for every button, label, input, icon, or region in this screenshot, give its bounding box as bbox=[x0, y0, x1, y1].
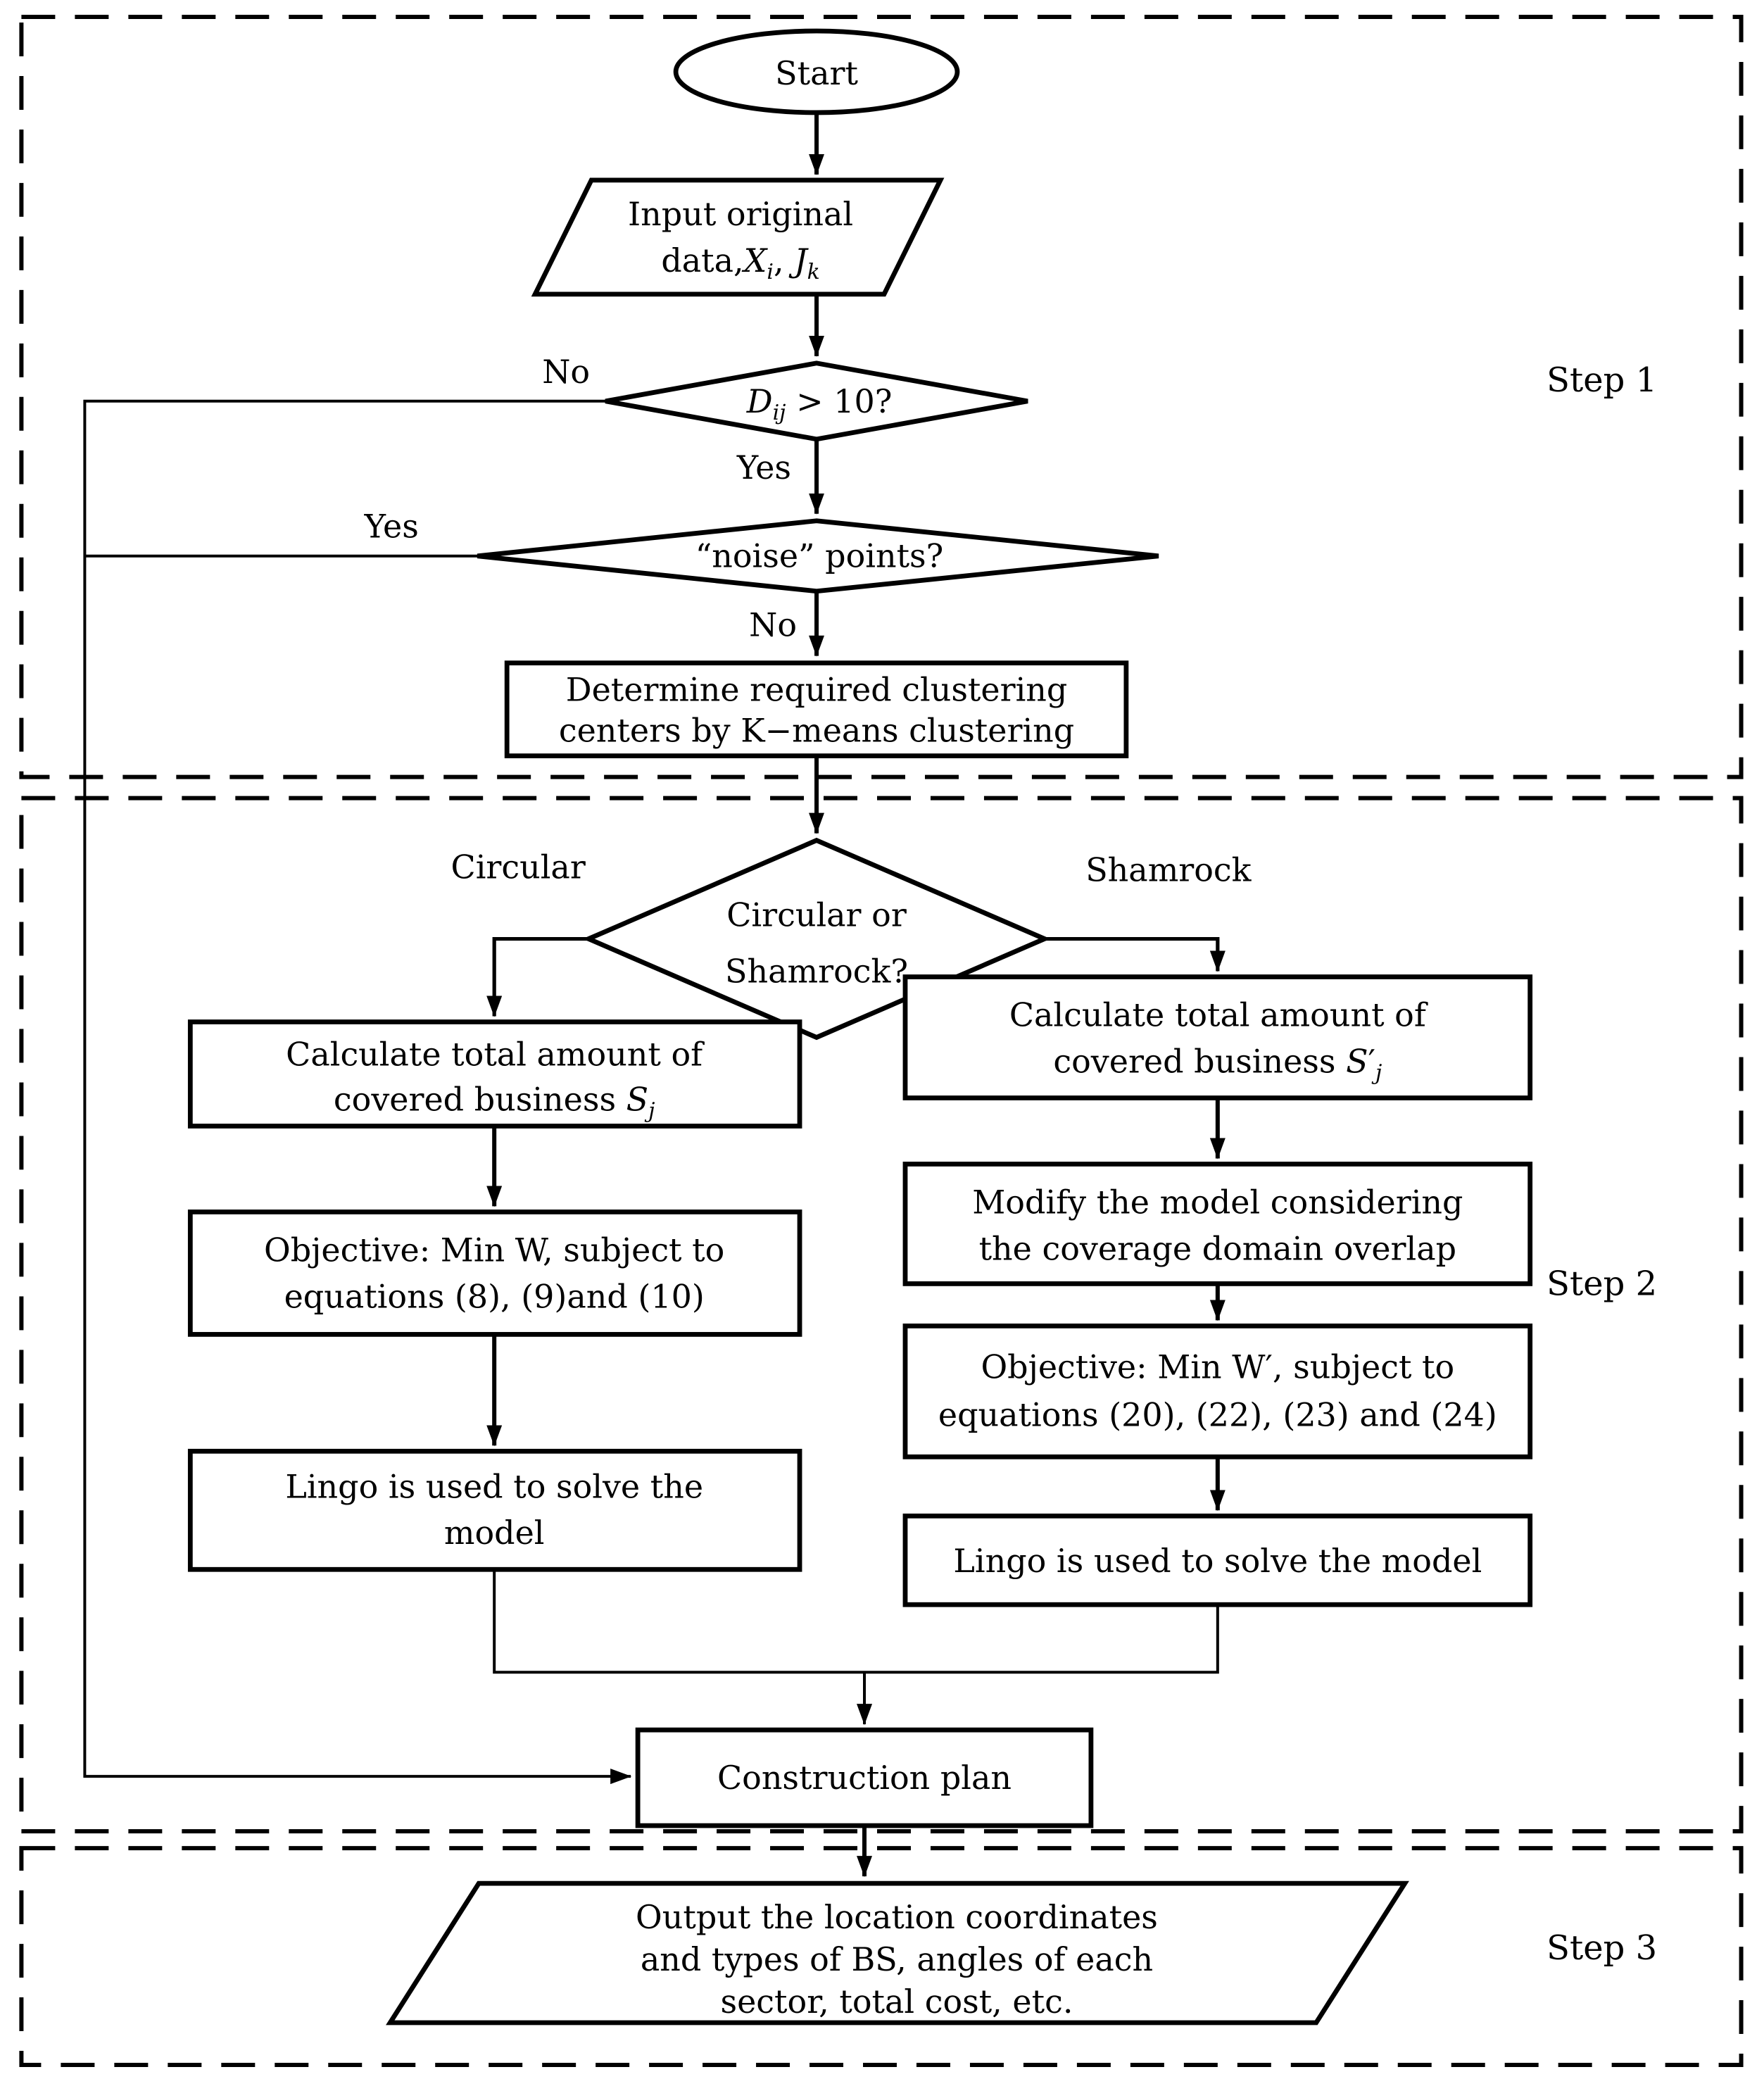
noise-decision-label: “noise” points? bbox=[695, 537, 944, 575]
objective-w-prime-node bbox=[902, 1323, 1533, 1459]
edge-lingol-to-merge bbox=[493, 1569, 865, 1674]
lingo-left-line2: model bbox=[444, 1514, 545, 1552]
step3-region bbox=[19, 1846, 1744, 2068]
objective-w-node bbox=[187, 1210, 802, 1337]
input-label-line1: Input original bbox=[628, 195, 853, 233]
kmeans-label-line2: centers by K−means clustering bbox=[559, 712, 1074, 750]
start-label: Start bbox=[775, 54, 858, 92]
step3-label: Step 3 bbox=[1546, 1928, 1657, 1968]
calc-sj-prime-line1: Calculate total amount of bbox=[1009, 996, 1428, 1034]
modify-model-line1: Modify the model considering bbox=[972, 1183, 1463, 1221]
edge-dij-no-to-construction bbox=[83, 399, 632, 1785]
shape-decision-line2: Shamrock? bbox=[725, 953, 908, 991]
shamrock-label: Shamrock bbox=[1085, 851, 1252, 889]
dij-no-label: No bbox=[542, 353, 590, 391]
calc-sj-prime-node bbox=[902, 974, 1533, 1100]
construction-plan-label: Construction plan bbox=[717, 1759, 1012, 1797]
output-line2: and types of BS, angles of each bbox=[641, 1940, 1153, 1978]
edge-circular-branch bbox=[486, 936, 589, 1017]
noise-no-label: No bbox=[749, 606, 797, 644]
output-line1: Output the location coordinates bbox=[636, 1898, 1158, 1936]
calc-sj-prime-line2: covered business S′j bbox=[1053, 1042, 1382, 1085]
objective-w-line1: Objective: Min W, subject to bbox=[264, 1231, 724, 1269]
kmeans-node bbox=[504, 660, 1129, 759]
shape-decision-line1: Circular or bbox=[726, 896, 907, 934]
lingo-right-node bbox=[902, 1513, 1533, 1607]
step1-label: Step 1 bbox=[1546, 360, 1657, 400]
output-line3: sector, total cost, etc. bbox=[721, 1983, 1073, 2021]
dij-yes-label: Yes bbox=[736, 448, 791, 486]
edge-lingor-to-merge bbox=[864, 1604, 1219, 1674]
step1-region bbox=[19, 14, 1744, 779]
objective-w-prime-line2: equations (20), (22), (23) and (24) bbox=[938, 1395, 1497, 1433]
lingo-left-line1: Lingo is used to solve the bbox=[285, 1467, 703, 1505]
start-node bbox=[673, 28, 960, 115]
dij-decision-node bbox=[605, 360, 1028, 442]
lingo-right-label: Lingo is used to solve the model bbox=[953, 1542, 1482, 1580]
construction-plan-node bbox=[635, 1727, 1094, 1828]
input-label-line2: data,Xi, Jk bbox=[661, 241, 820, 284]
step2-label: Step 2 bbox=[1546, 1264, 1657, 1303]
dij-decision-label: Dij > 10? bbox=[746, 382, 893, 425]
kmeans-label-line1: Determine required clustering bbox=[566, 671, 1068, 709]
calc-sj-line1: Calculate total amount of bbox=[286, 1035, 705, 1073]
modify-model-node bbox=[902, 1162, 1533, 1286]
objective-w-line2: equations (8), (9)and (10) bbox=[284, 1277, 705, 1315]
calc-sj-line2: covered business Sj bbox=[334, 1080, 655, 1123]
step2-region bbox=[19, 796, 1744, 1834]
noise-yes-label: Yes bbox=[364, 508, 419, 546]
noise-decision-node bbox=[477, 518, 1159, 594]
input-node bbox=[531, 177, 945, 297]
circular-label: Circular bbox=[451, 848, 586, 886]
edge-shamrock-branch bbox=[1044, 936, 1226, 972]
modify-model-line2: the coverage domain overlap bbox=[979, 1229, 1457, 1267]
lingo-left-node bbox=[187, 1448, 802, 1572]
output-node bbox=[386, 1880, 1409, 2025]
objective-w-prime-line1: Objective: Min W′, subject to bbox=[981, 1348, 1454, 1386]
calc-sj-node bbox=[187, 1019, 802, 1129]
